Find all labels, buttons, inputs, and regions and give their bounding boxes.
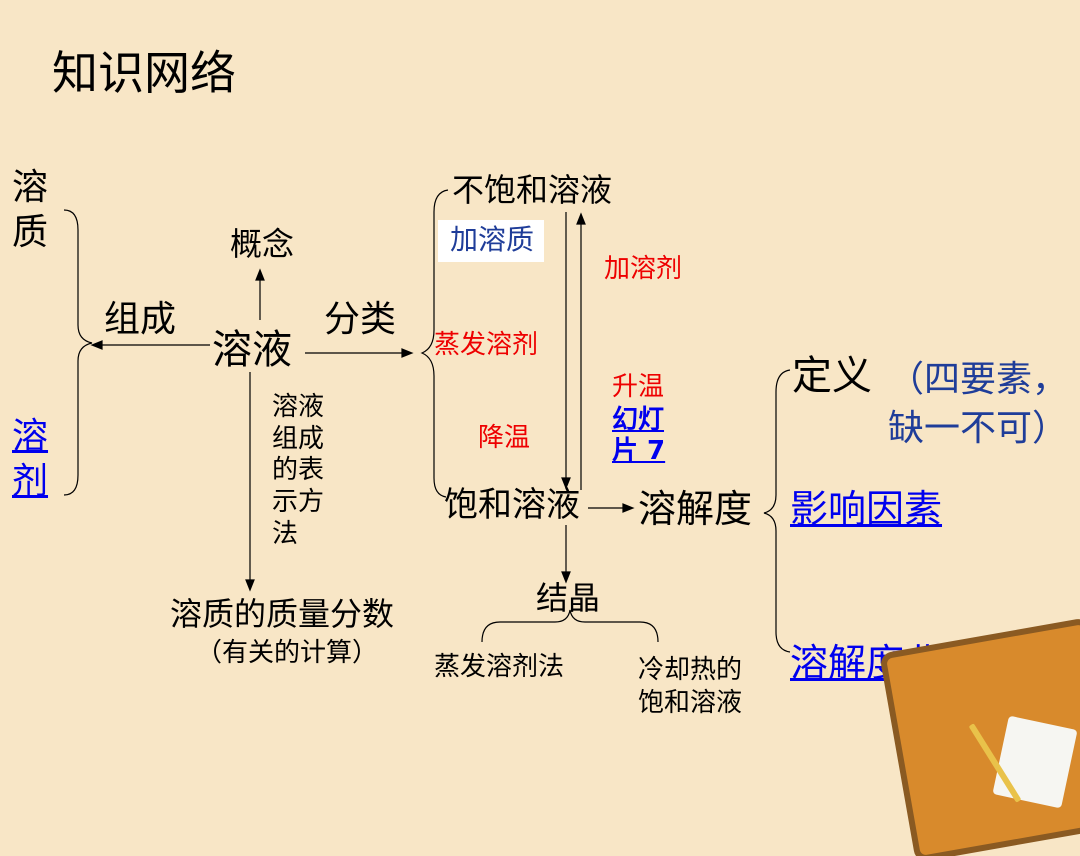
influence-factors-link[interactable]: 影响因素 <box>790 487 943 531</box>
evaporation-method: 蒸发溶剂法 <box>434 652 565 682</box>
composition-label: 组成 <box>104 299 177 340</box>
cooling-label: 降温 <box>478 423 531 453</box>
add-solvent-label: 加溶剂 <box>604 254 683 284</box>
concept-label: 概念 <box>230 225 295 263</box>
slide-7-link[interactable]: 幻灯片 7 <box>612 405 666 467</box>
calc-note: （有关的计算） <box>196 638 379 668</box>
definition-note: （四要素，缺一不可） <box>888 359 1069 449</box>
classify-brace <box>420 189 449 498</box>
crystallization-label: 结晶 <box>536 579 601 617</box>
evaporate-solvent-label: 蒸发溶剂 <box>434 330 539 360</box>
saturated-solution: 饱和溶液 <box>444 485 580 525</box>
solubility-label: 溶解度 <box>638 487 753 531</box>
mass-fraction-label: 溶质的质量分数 <box>170 595 395 633</box>
connector-lines <box>63 189 791 653</box>
unsaturated-solution: 不饱和溶液 <box>452 171 613 209</box>
left-brace <box>63 209 93 496</box>
page-title: 知识网络 <box>52 46 236 100</box>
add-solute-label: 加溶质 <box>438 220 545 262</box>
solvent-link[interactable]: 溶剂 <box>12 416 49 502</box>
definition-label: 定义 <box>792 353 872 399</box>
classification-label: 分类 <box>324 299 397 340</box>
heating-label: 升温 <box>612 372 665 402</box>
representation-label: 溶液组成的表示方法 <box>272 392 325 549</box>
crystal-fork <box>481 609 659 643</box>
cooling-method: 冷却热的饱和溶液 <box>638 655 743 718</box>
solute-label: 溶质 <box>12 167 49 253</box>
solution-label: 溶液 <box>212 327 292 373</box>
solubility-brace <box>763 369 791 653</box>
